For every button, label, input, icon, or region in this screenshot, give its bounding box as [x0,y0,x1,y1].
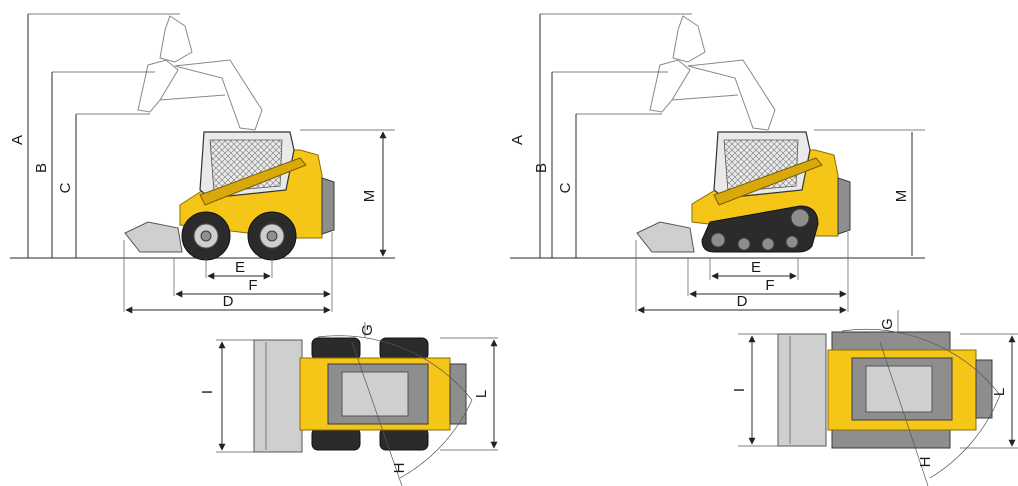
dim-b-label: B [33,163,50,173]
wheeled-loader-body [124,131,335,261]
bucket-top-tracked [777,333,827,447]
dim-c-label-tracked: C [557,182,574,193]
dim-g-label-tracked: G [879,318,896,330]
dim-d-label: D [223,293,234,310]
dim-d-label-tracked: D [737,293,748,310]
raised-loader-arm [137,15,263,131]
swing-arc-tracked [841,329,1001,479]
wheeled-side-view: A B C M E F D [9,13,395,314]
dim-e-label: E [235,259,245,276]
dim-b-label-tracked: B [533,163,550,173]
tracked-top-view: I L G H [731,310,1018,486]
dim-f-label-tracked: F [765,277,774,294]
dim-h-label: H [391,463,408,474]
tracked-side-view: A B C M E F D [509,13,925,314]
dim-g-label: G [359,324,376,336]
dim-h-label-tracked: H [917,457,934,468]
dim-f-label: F [248,277,257,294]
dim-e-label-tracked: E [751,259,761,276]
swing-arc [317,335,473,479]
dim-m-label-tracked: M [893,190,910,203]
dim-a-label-tracked: A [509,135,526,145]
dim-l-label-tracked: L [991,388,1008,396]
dim-m-label: M [361,190,378,203]
wheeled-top-view: I L G H [199,322,498,486]
dim-l-label: L [473,390,490,398]
dim-c-label: C [57,182,74,193]
tracked-loader-body [636,131,851,253]
bucket-top [253,339,303,453]
dim-i-label: I [199,390,216,394]
raised-loader-arm-tracked [649,15,776,131]
dim-a-label: A [9,135,26,145]
dim-i-label-tracked: I [731,388,748,392]
